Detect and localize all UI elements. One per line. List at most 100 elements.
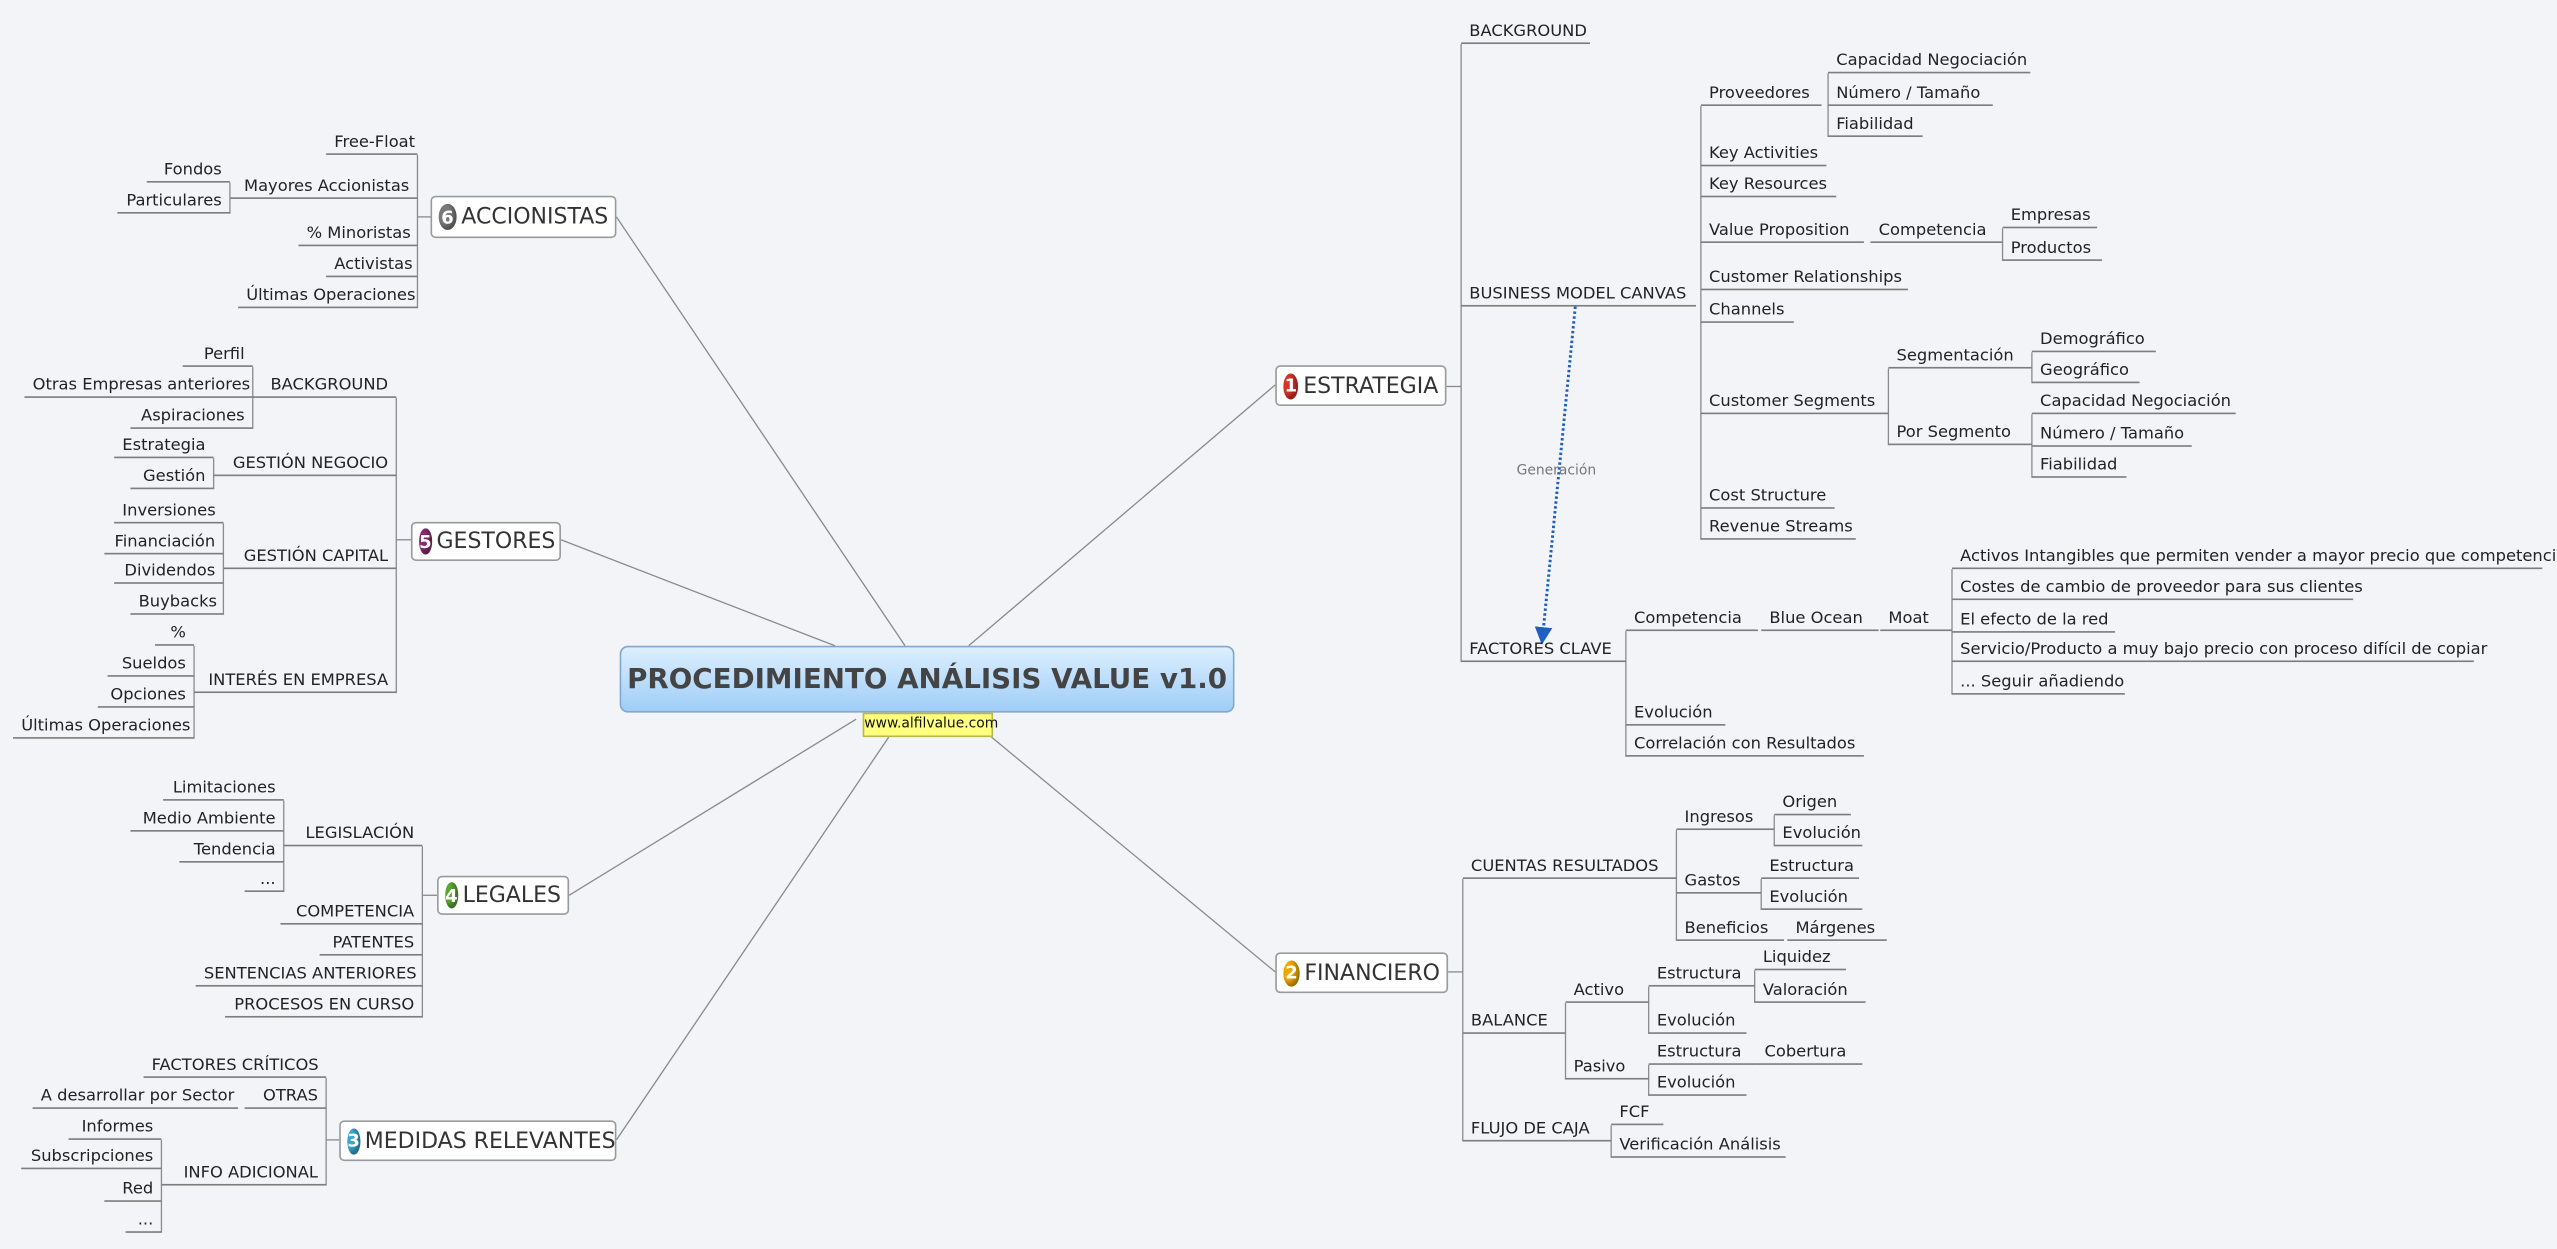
topic-node[interactable]: Empresas bbox=[2002, 205, 2098, 229]
topic-node[interactable]: COMPETENCIA bbox=[280, 902, 423, 925]
topic-node[interactable]: Cost Structure bbox=[1700, 486, 1835, 509]
topic-node[interactable]: BACKGROUND bbox=[1461, 21, 1590, 45]
topic-node[interactable]: Estructura bbox=[1648, 1042, 1757, 1065]
topic-node[interactable]: FLUJO DE CAJA bbox=[1462, 1119, 1612, 1142]
topic-node[interactable]: Segmentación bbox=[1888, 346, 2032, 369]
topic-node[interactable]: Moat bbox=[1880, 608, 1952, 632]
topic-node[interactable]: BUSINESS MODEL CANVAS bbox=[1461, 284, 1696, 307]
topic-node[interactable]: Liquidez bbox=[1754, 947, 1846, 971]
topic-node[interactable]: Tendencia bbox=[179, 840, 284, 863]
topic-node[interactable]: Buybacks bbox=[130, 592, 224, 615]
topic-node[interactable]: Perfil bbox=[182, 344, 253, 367]
topic-node[interactable]: Fondos bbox=[146, 160, 230, 183]
topic-node[interactable]: Particulares bbox=[117, 191, 230, 214]
topic-node[interactable]: Cobertura bbox=[1756, 1042, 1863, 1065]
topic-node[interactable]: BALANCE bbox=[1462, 1011, 1566, 1034]
topic-node[interactable]: ... Seguir añadiendo bbox=[1951, 672, 2125, 695]
topic-node[interactable]: Gestión bbox=[130, 466, 214, 490]
topic-node[interactable]: Subscripciones bbox=[21, 1146, 162, 1170]
topic-node[interactable]: Demográfico bbox=[2031, 329, 2156, 353]
topic-node[interactable]: Evolución bbox=[1761, 887, 1863, 910]
topic-node[interactable]: Número / Tamaño bbox=[2031, 424, 2192, 447]
topic-node[interactable]: Origen bbox=[1774, 793, 1851, 816]
topic-node[interactable]: Evolución bbox=[1648, 1073, 1747, 1096]
topic-node[interactable]: Medio Ambiente bbox=[130, 809, 284, 832]
topic-node[interactable]: FACTORES CLAVE bbox=[1461, 639, 1626, 663]
topic-node[interactable]: Activos Intangibles que permiten vender … bbox=[1951, 546, 2557, 570]
topic-node[interactable]: Evolución bbox=[1774, 824, 1863, 847]
topic-node[interactable]: ... bbox=[125, 1210, 162, 1233]
topic-node[interactable]: Número / Tamaño bbox=[1828, 83, 1993, 106]
topic-node[interactable]: Servicio/Producto a muy bajo precio con … bbox=[1951, 639, 2487, 663]
topic-node[interactable]: GESTIÓN CAPITAL bbox=[223, 546, 397, 570]
topic-node[interactable]: Financiación bbox=[104, 532, 224, 555]
topic-node[interactable]: SENTENCIAS ANTERIORES bbox=[195, 964, 423, 987]
topic-node[interactable]: PATENTES bbox=[319, 933, 423, 956]
topic-node[interactable]: Correlación con Resultados bbox=[1625, 734, 1864, 757]
topic-node[interactable]: Estructura bbox=[1761, 856, 1860, 879]
topic-node[interactable]: % Minoristas bbox=[298, 223, 418, 247]
topic-node[interactable]: Evolución bbox=[1648, 1011, 1747, 1034]
topic-node[interactable]: Value Proposition bbox=[1700, 220, 1864, 243]
topic-node[interactable]: Otras Empresas anteriores bbox=[24, 375, 253, 398]
topic-node[interactable]: Limitaciones bbox=[163, 778, 284, 801]
topic-node[interactable]: Aspiraciones bbox=[130, 406, 253, 429]
topic-node[interactable]: Inversiones bbox=[114, 501, 224, 524]
topic-node[interactable]: Geográfico bbox=[2031, 360, 2140, 384]
topic-node[interactable]: Costes de cambio de proveedor para sus c… bbox=[1951, 577, 2363, 601]
topic-node[interactable]: Estructura bbox=[1648, 964, 1755, 987]
topic-node[interactable]: Valoración bbox=[1754, 980, 1866, 1003]
topic-node[interactable]: % bbox=[154, 623, 195, 646]
topic-node[interactable]: Free-Float bbox=[326, 132, 418, 155]
topic-node[interactable]: Competencia bbox=[1625, 608, 1758, 632]
central-topic[interactable]: PROCEDIMIENTO ANÁLISIS VALUE v1.0 bbox=[619, 645, 1235, 713]
topic-node[interactable]: Customer Segments bbox=[1700, 391, 1889, 415]
topic-node[interactable]: INTERÉS EN EMPRESA bbox=[194, 670, 397, 694]
topic-node[interactable]: Competencia bbox=[1870, 220, 2003, 243]
topic-node[interactable]: El efecto de la red bbox=[1951, 610, 2116, 633]
topic-node[interactable]: A desarrollar por Sector bbox=[32, 1086, 239, 1109]
topic-node[interactable]: Opciones bbox=[97, 685, 195, 708]
topic-node[interactable]: CUENTAS RESULTADOS bbox=[1462, 856, 1677, 879]
topic-node[interactable]: Productos bbox=[2002, 238, 2103, 261]
topic-node[interactable]: Capacidad Negociación bbox=[2031, 391, 2236, 415]
topic-node[interactable]: Últimas Operaciones bbox=[238, 285, 418, 309]
topic-node[interactable]: Fiabilidad bbox=[1828, 114, 1923, 137]
topic-node[interactable]: OTRAS bbox=[244, 1086, 327, 1109]
topic-node[interactable]: LEGISLACIÓN bbox=[283, 824, 423, 847]
topic-node[interactable]: Channels bbox=[1700, 300, 1794, 323]
topic-node[interactable]: Activistas bbox=[326, 254, 418, 278]
topic-node[interactable]: Últimas Operaciones bbox=[13, 716, 195, 739]
topic-node[interactable]: Fiabilidad bbox=[2031, 455, 2127, 478]
topic-node[interactable]: Beneficios bbox=[1676, 918, 1785, 941]
topic-node[interactable]: Key Activities bbox=[1700, 144, 1827, 167]
topic-node[interactable]: Verificación Análisis bbox=[1611, 1135, 1786, 1158]
topic-node[interactable]: Dividendos bbox=[114, 561, 224, 584]
topic-node[interactable]: ... bbox=[244, 869, 284, 893]
topic-node[interactable]: Mayores Accionistas bbox=[229, 176, 418, 199]
topic-node[interactable]: Proveedores bbox=[1700, 83, 1822, 106]
topic-node[interactable]: Evolución bbox=[1625, 703, 1726, 726]
topic-node[interactable]: Activo bbox=[1565, 980, 1649, 1003]
topic-node[interactable]: Pasivo bbox=[1565, 1057, 1649, 1080]
topic-node[interactable]: Márgenes bbox=[1787, 918, 1887, 941]
website-label[interactable]: www.alfilvalue.com bbox=[862, 712, 998, 738]
topic-node[interactable]: INFO ADICIONAL bbox=[161, 1163, 327, 1186]
topic-node[interactable]: FCF bbox=[1611, 1102, 1664, 1126]
topic-node[interactable]: Key Resources bbox=[1700, 174, 1837, 198]
topic-node[interactable]: Capacidad Negociación bbox=[1828, 51, 2031, 74]
topic-node[interactable]: GESTIÓN NEGOCIO bbox=[213, 453, 397, 477]
topic-node[interactable]: BACKGROUND bbox=[252, 375, 397, 398]
topic-node[interactable]: Ingresos bbox=[1676, 807, 1775, 831]
topic-node[interactable]: Sueldos bbox=[107, 654, 195, 677]
topic-node[interactable]: Por Segmento bbox=[1888, 422, 2032, 446]
topic-node[interactable]: Gastos bbox=[1676, 871, 1762, 894]
topic-node[interactable]: Revenue Streams bbox=[1700, 517, 1856, 540]
topic-node[interactable]: Informes bbox=[68, 1117, 162, 1140]
